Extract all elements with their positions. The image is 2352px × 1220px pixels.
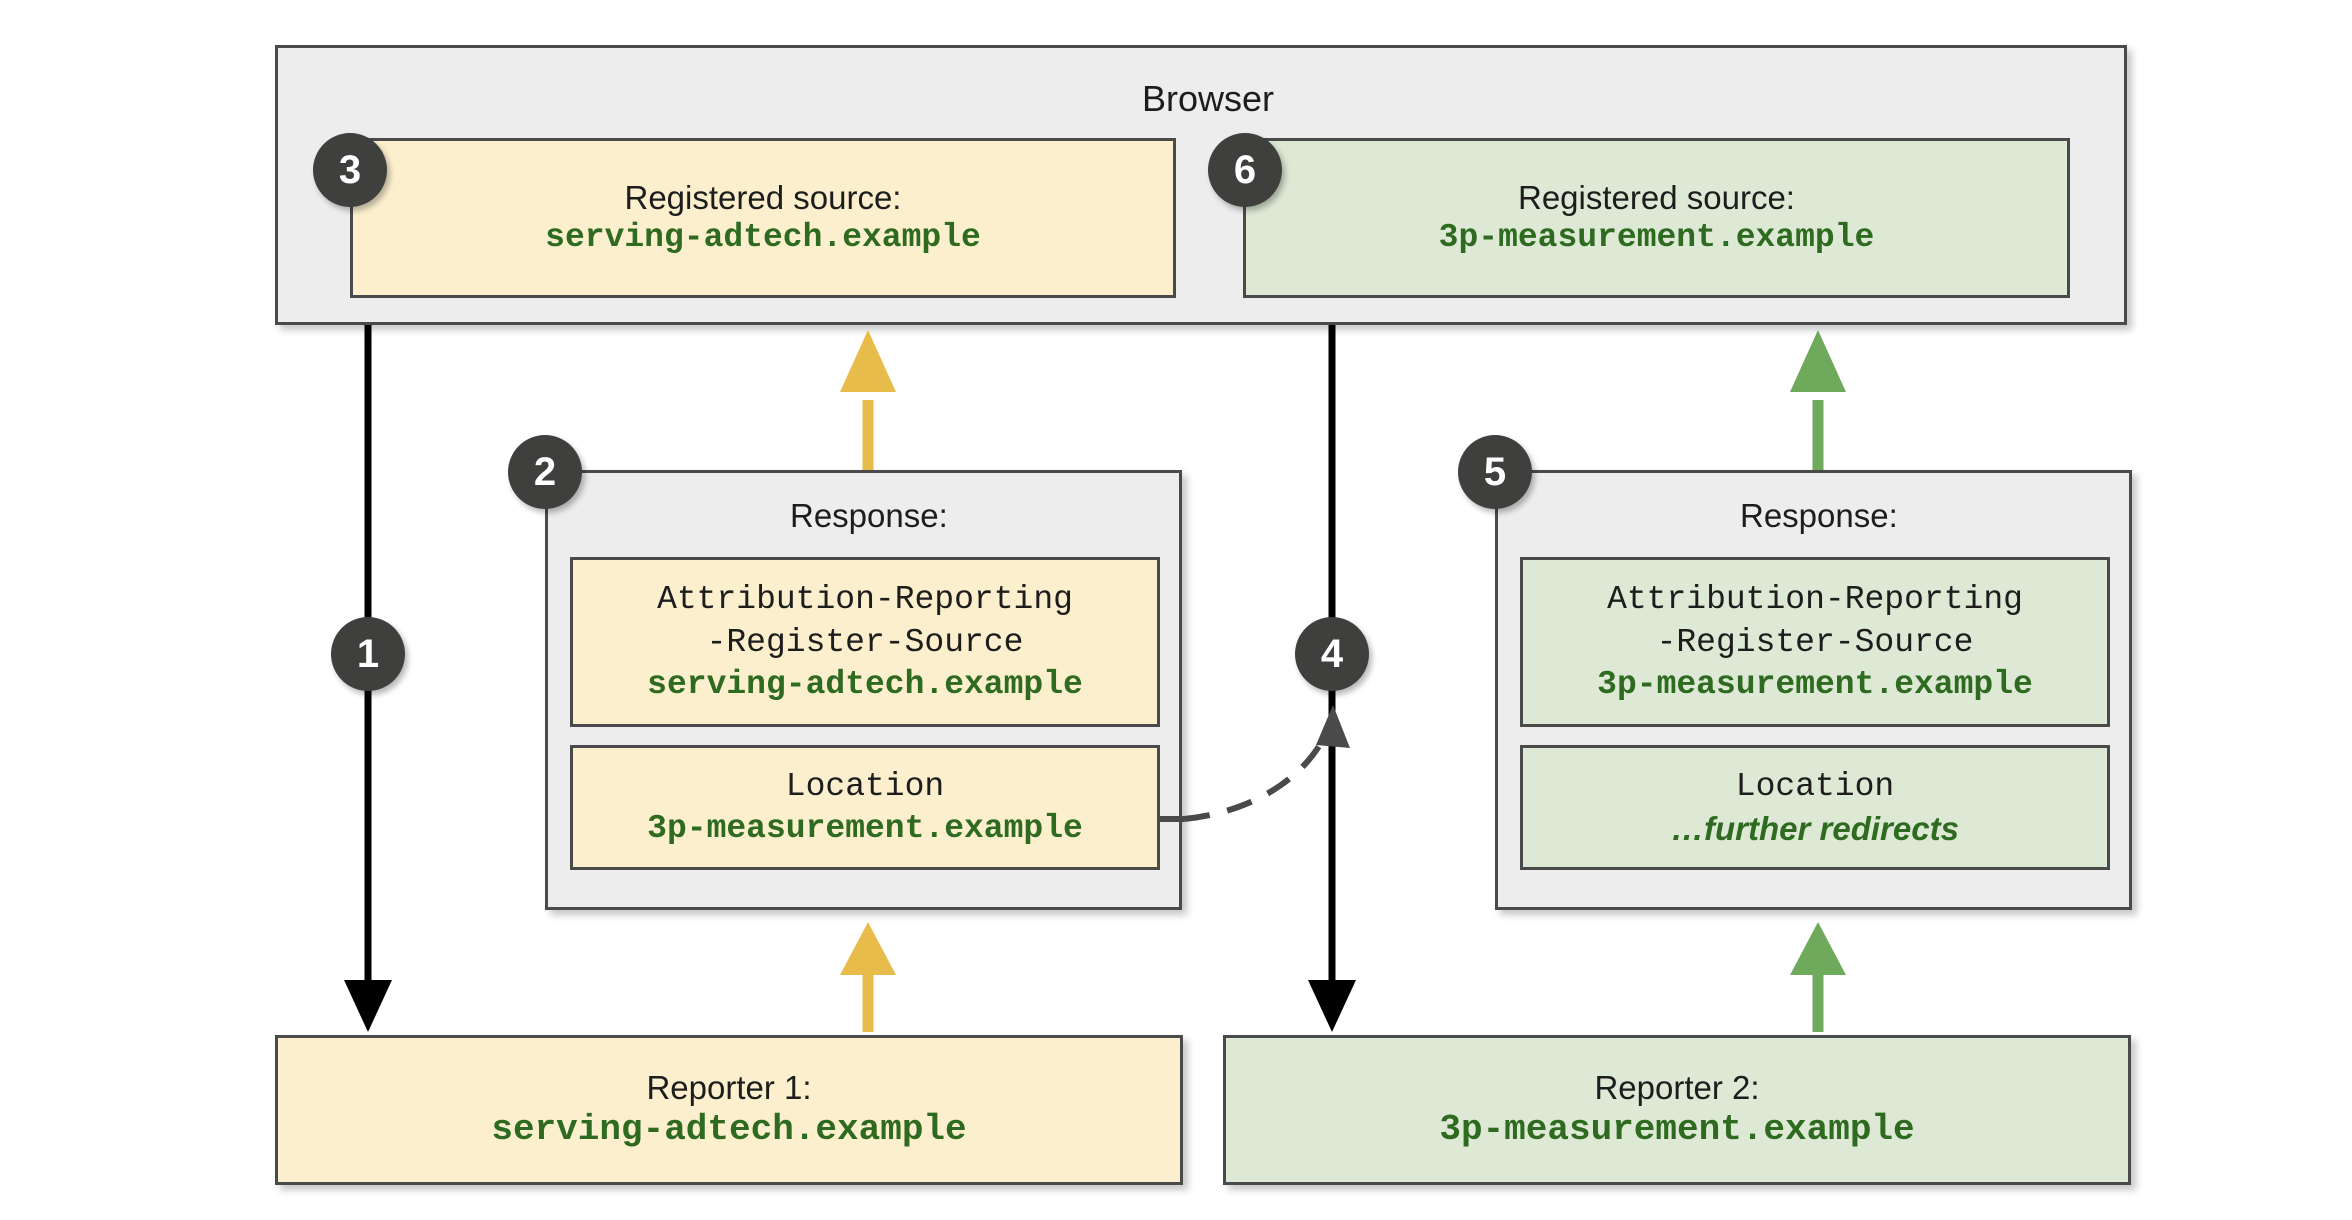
arrow-reporter1-to-response1 — [840, 922, 896, 1032]
reporter-heading-1: Reporter 1: — [646, 1068, 812, 1106]
response-title-1: Response: — [790, 497, 948, 534]
response-title-2: Response: — [1740, 497, 1898, 534]
header-name-line1-2-2: Location — [1735, 767, 1895, 805]
header-name-line1-1-2: Location — [785, 767, 945, 805]
registered-source-heading-2: Registered source: — [1518, 178, 1795, 216]
header-name-line2-2-1: -Register-Source — [1656, 623, 1974, 661]
arrow-reporter2-to-response2 — [1790, 922, 1846, 1032]
arrow-response2-to-browser — [1790, 330, 1846, 470]
step-badge-6: 6 — [1208, 133, 1282, 207]
reporter-domain-2: 3p-measurement.example — [1439, 1109, 1915, 1151]
header-name-line1-2-1: Attribution-Reporting — [1607, 580, 2023, 618]
browser-title: Browser — [1142, 78, 1275, 119]
header-value-1-1: serving-adtech.example — [647, 665, 1083, 703]
response-header-box-2-2: Location …further redirects — [1520, 745, 2110, 870]
step-badge-1: 1 — [331, 617, 405, 691]
dashed-redirect-curve — [1160, 705, 1350, 822]
response-header-box-2-1: Attribution-Reporting -Register-Source 3… — [1520, 557, 2110, 727]
registered-source-box-2: Registered source: 3p-measurement.exampl… — [1243, 138, 2070, 298]
reporter-domain-1: serving-adtech.example — [491, 1109, 967, 1151]
registered-source-domain-1: serving-adtech.example — [545, 219, 981, 256]
reporter-heading-2: Reporter 2: — [1594, 1068, 1760, 1106]
header-value-2-1: 3p-measurement.example — [1597, 665, 2033, 703]
header-value-2-2: …further redirects — [1671, 809, 1959, 847]
header-name-line1-1-1: Attribution-Reporting — [657, 580, 1073, 618]
step-badge-4: 4 — [1295, 617, 1369, 691]
header-name-line2-1-1: -Register-Source — [706, 623, 1024, 661]
registered-source-box-1: Registered source: serving-adtech.exampl… — [350, 138, 1176, 298]
registered-source-domain-2: 3p-measurement.example — [1438, 219, 1875, 256]
reporter-box-2: Reporter 2: 3p-measurement.example — [1223, 1035, 2131, 1185]
step-badge-3: 3 — [313, 133, 387, 207]
response-header-box-1-1: Attribution-Reporting -Register-Source s… — [570, 557, 1160, 727]
reporter-box-1: Reporter 1: serving-adtech.example — [275, 1035, 1183, 1185]
arrow-response1-to-browser — [840, 330, 896, 470]
response-header-box-1-2: Location 3p-measurement.example — [570, 745, 1160, 870]
step-badge-5: 5 — [1458, 435, 1532, 509]
header-value-1-2: 3p-measurement.example — [647, 809, 1083, 847]
step-badge-2: 2 — [508, 435, 582, 509]
registered-source-heading-1: Registered source: — [624, 178, 902, 216]
